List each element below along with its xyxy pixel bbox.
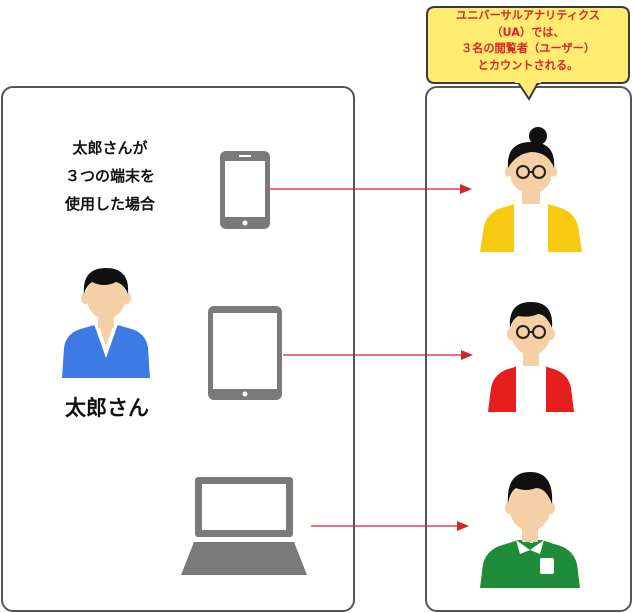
- bubble-line-1: ユニバーサルアナリティクス: [456, 9, 600, 22]
- man-in-green-shirt-icon: [480, 472, 580, 588]
- bubble-text: ユニバーサルアナリティクス （UA）では、 ３名の閲覧者（ユーザー） とカウント…: [425, 8, 631, 74]
- tablet-icon: [208, 306, 282, 400]
- caption-line-3: 使用した場合: [64, 195, 155, 213]
- bubble-line-3: ３名の閲覧者（ユーザー）: [460, 42, 596, 55]
- woman-with-glasses-icon: [480, 127, 582, 252]
- arrow-head-2: [461, 350, 473, 360]
- speech-bubble-tail: [515, 79, 541, 101]
- laptop-icon: [181, 477, 307, 575]
- smartphone-icon: [220, 151, 270, 229]
- taro-person-icon: [62, 268, 150, 378]
- person-name: 太郎さん: [65, 396, 149, 420]
- arrows: [270, 184, 473, 531]
- bubble-line-4: とカウントされる。: [477, 58, 579, 72]
- arrow-head-1: [460, 184, 472, 194]
- caption-line-2: ３つの端末を: [64, 167, 155, 185]
- arrow-head-3: [457, 521, 469, 531]
- scenario-caption: 太郎さんが ３つの端末を 使用した場合: [40, 134, 180, 218]
- left-panel: [1, 86, 355, 612]
- bubble-line-2: （UA）では、: [491, 25, 565, 39]
- speech-bubble: [426, 6, 630, 85]
- man-with-glasses-icon: [488, 302, 574, 412]
- caption-line-1: 太郎さんが: [72, 139, 148, 157]
